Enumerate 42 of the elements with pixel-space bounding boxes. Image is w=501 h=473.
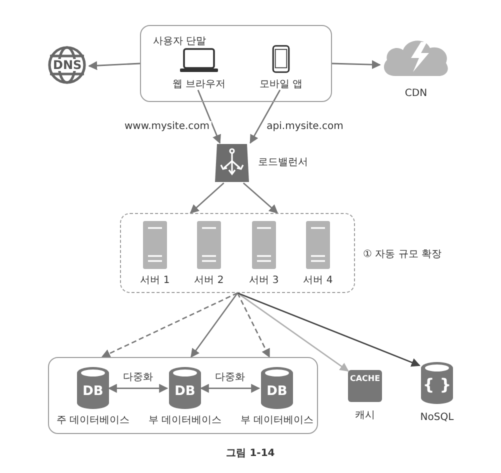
arrow: [108, 384, 168, 393]
arrow: [190, 292, 238, 358]
cache-block: CACHE: [348, 370, 382, 402]
arrow: [237, 292, 349, 372]
database-cylinder: { }: [421, 362, 453, 404]
arrow: [242, 182, 278, 214]
server-label: 서버 2: [194, 275, 224, 287]
arrow: [332, 60, 381, 70]
device-label: 모바일 앱: [259, 79, 303, 91]
cache-label: 캐시: [355, 410, 375, 422]
arrow: [200, 384, 260, 393]
server-group-frame: [120, 213, 355, 293]
edge-label: www.mysite.com: [122, 121, 212, 133]
load-balancer-label: 로드밸런서: [258, 157, 308, 169]
arrow: [190, 182, 224, 214]
group-title: 사용자 단말: [153, 35, 206, 48]
cdn-label: CDN: [404, 88, 428, 100]
database-cylinder: DB: [77, 367, 109, 409]
dns-globe-icon: DNS: [47, 45, 87, 85]
arrow: [101, 292, 238, 358]
arrow: [197, 90, 221, 144]
database-label: 주 데이터베이스: [56, 415, 130, 427]
device-label: 웹 브라우저: [172, 79, 226, 91]
arrow: [236, 292, 270, 358]
database-cylinder: DB: [261, 367, 293, 409]
edge-label: 다중화: [121, 372, 155, 384]
arrow: [88, 61, 140, 70]
database-label: NoSQL: [420, 412, 454, 424]
server-label: 서버 1: [140, 275, 170, 287]
arrow: [250, 90, 281, 144]
figure-caption: 그림 1-14: [226, 447, 275, 460]
edge-label: api.mysite.com: [264, 121, 346, 133]
server-label: 서버 4: [303, 275, 333, 287]
database-label: 부 데이터베이스: [240, 415, 314, 427]
edge-label: 다중화: [213, 372, 247, 384]
group-frame: [48, 357, 318, 434]
database-label: 부 데이터베이스: [148, 415, 222, 427]
server-label: 서버 3: [249, 275, 279, 287]
arrow: [237, 292, 420, 367]
node-caption: ① 자동 규모 확장: [363, 248, 442, 261]
group-frame: [140, 25, 332, 102]
database-cylinder: DB: [169, 367, 201, 409]
